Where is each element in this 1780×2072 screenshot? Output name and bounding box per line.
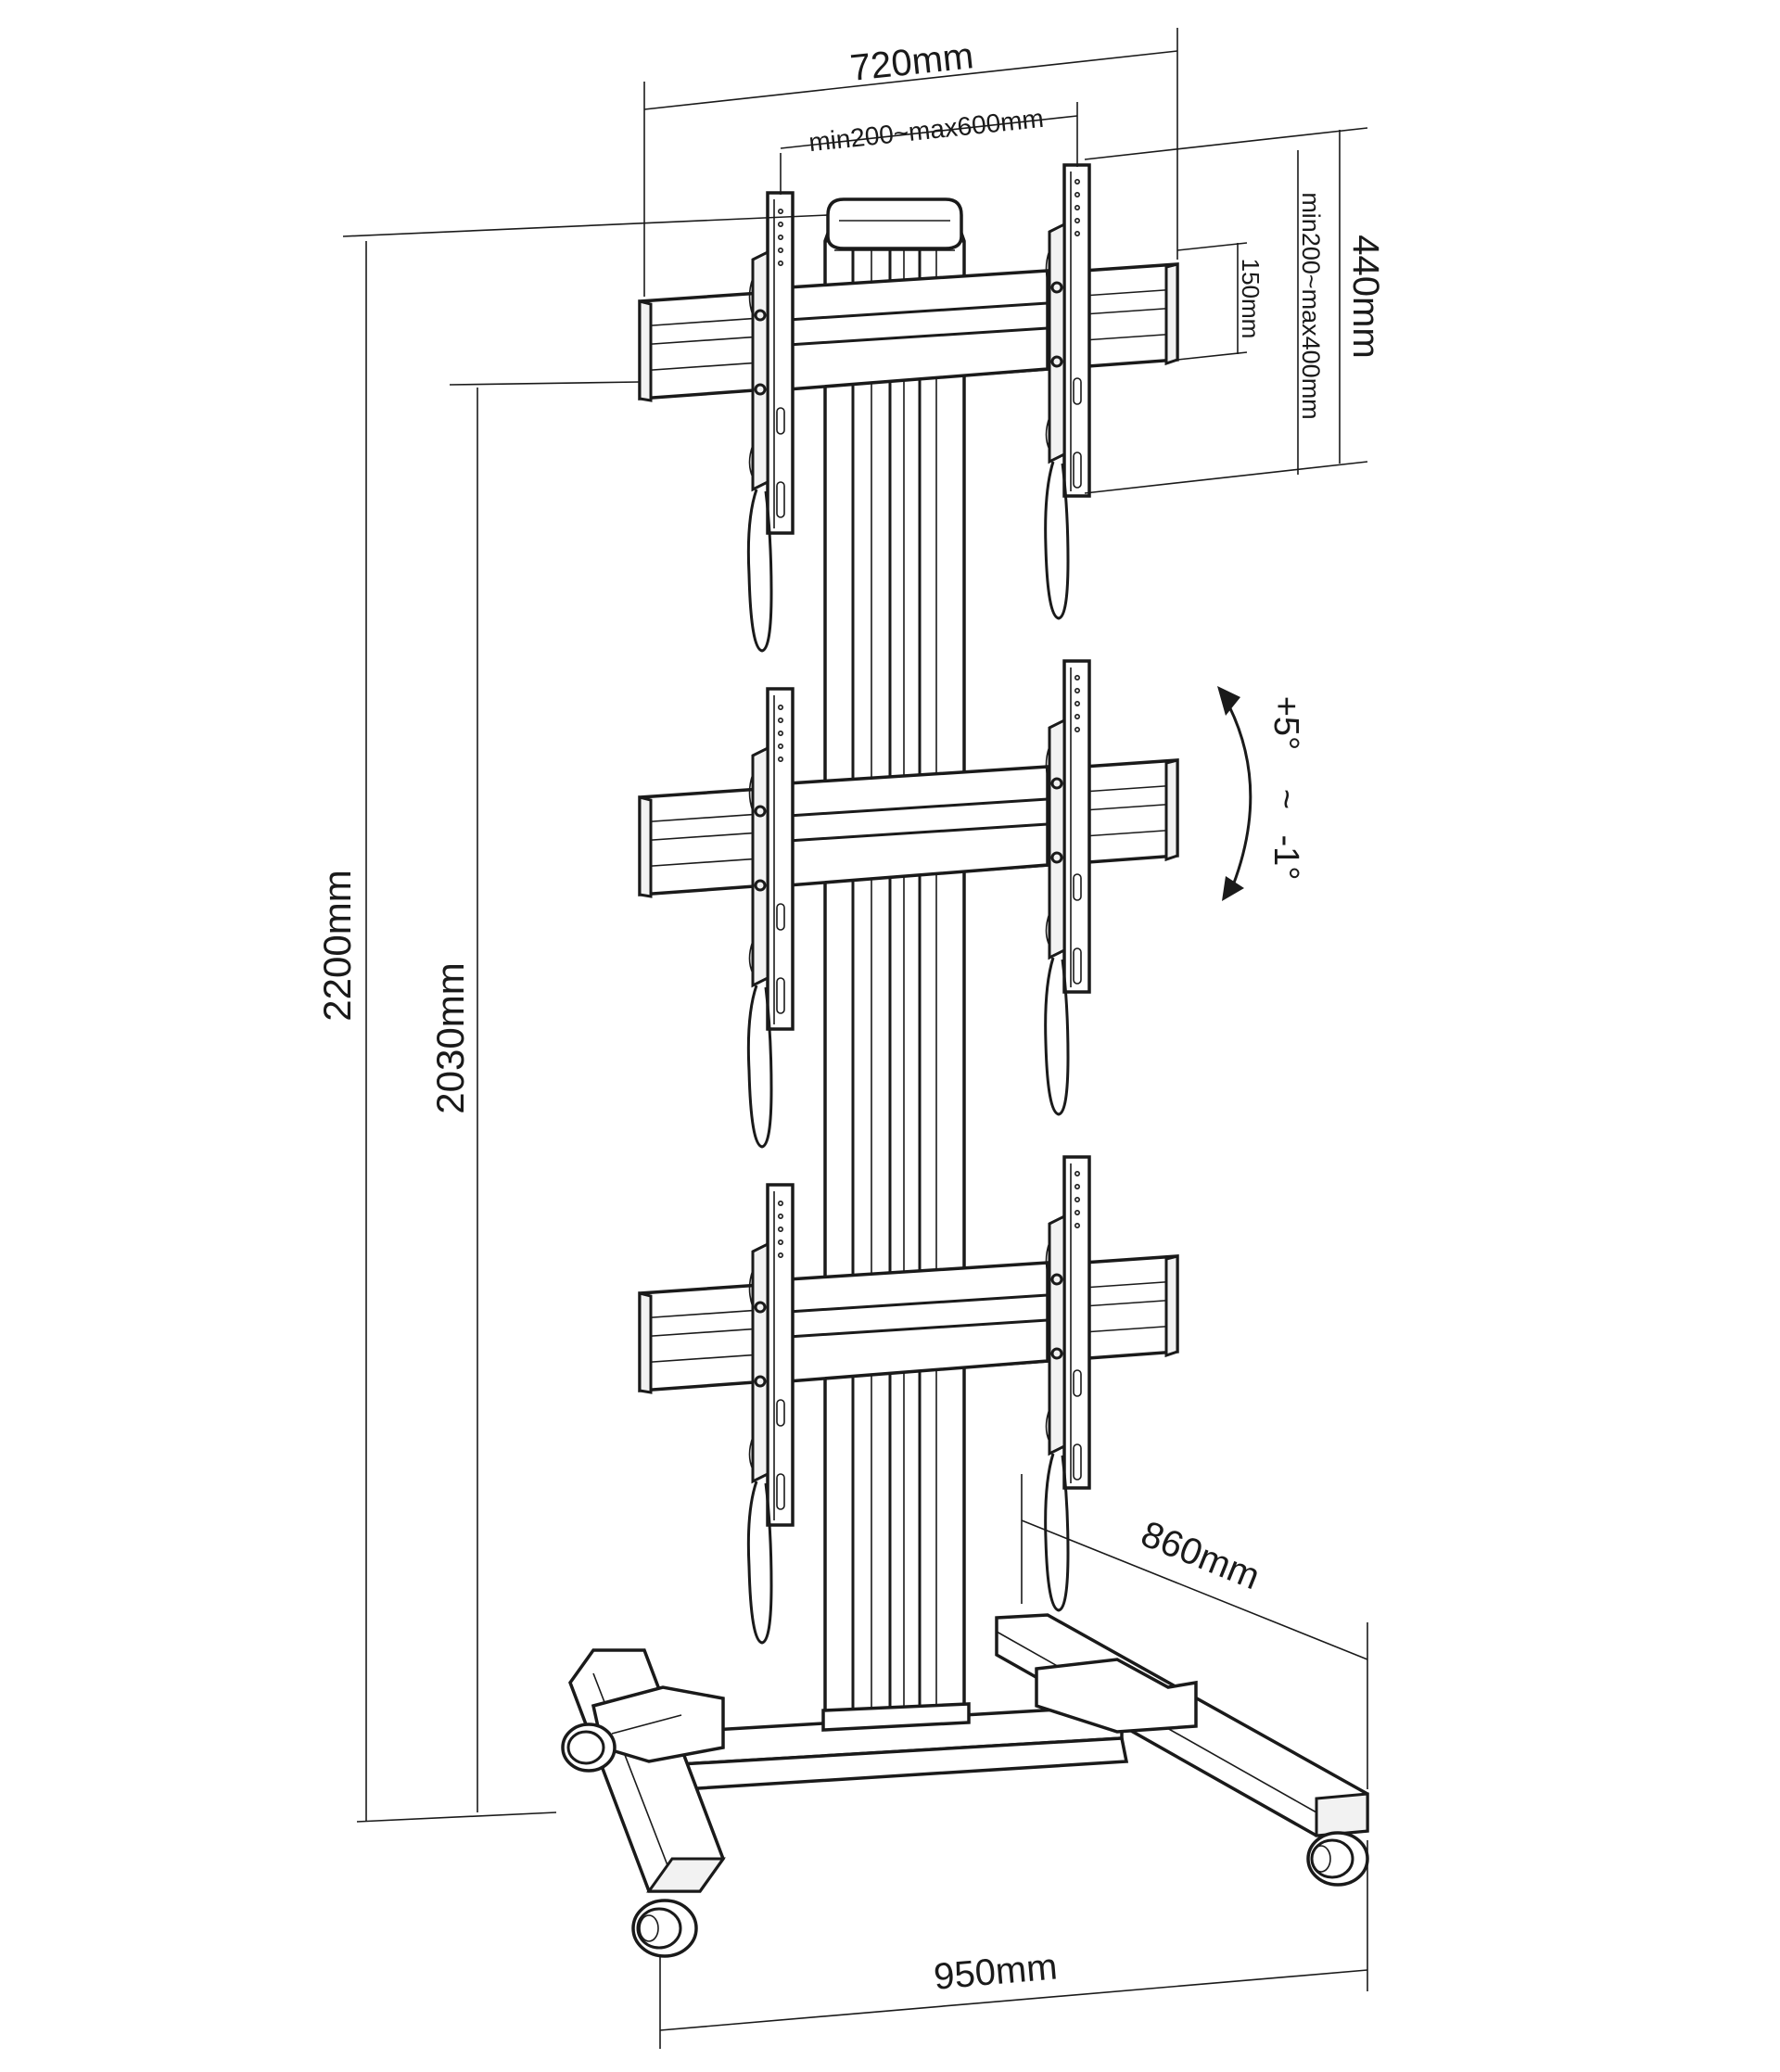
base <box>561 1613 1369 1958</box>
label-tilt-down: -1° <box>1266 835 1305 881</box>
caster-wheel-front-left <box>631 1899 698 1958</box>
dim-vesa-width <box>780 102 1078 195</box>
label-overall-width: 720mm <box>848 35 975 89</box>
label-tilt-separator: ~ <box>1266 789 1305 809</box>
dim-total-height <box>342 214 829 1823</box>
dim-bracket-height <box>1084 127 1368 494</box>
label-tilt-up: +5° <box>1266 696 1305 751</box>
label-bracket-height: 440mm <box>1345 235 1386 358</box>
caster-wheel-back-right <box>1306 1831 1369 1887</box>
label-vesa-width: min200~max600mm <box>807 104 1045 157</box>
label-base-depth: 860mm <box>1136 1514 1265 1598</box>
caster-wheel-back-left <box>561 1722 617 1773</box>
label-rail-height: 150mm <box>1237 259 1265 339</box>
dim-base-width <box>659 1840 1368 2049</box>
dim-rail-height <box>1176 242 1248 361</box>
dim-rail-top-height <box>449 381 641 1812</box>
tilt-arrow <box>1217 686 1252 901</box>
label-base-width: 950mm <box>933 1946 1060 1997</box>
label-vesa-height: min200~max400mm <box>1297 192 1325 419</box>
label-rail-top-height: 2030mm <box>428 962 472 1113</box>
dim-overall-width <box>643 28 1178 297</box>
column-cap <box>826 197 963 250</box>
dim-base-depth <box>1021 1474 1368 1789</box>
label-total-height: 2200mm <box>315 870 359 1021</box>
center-column <box>823 213 966 1726</box>
